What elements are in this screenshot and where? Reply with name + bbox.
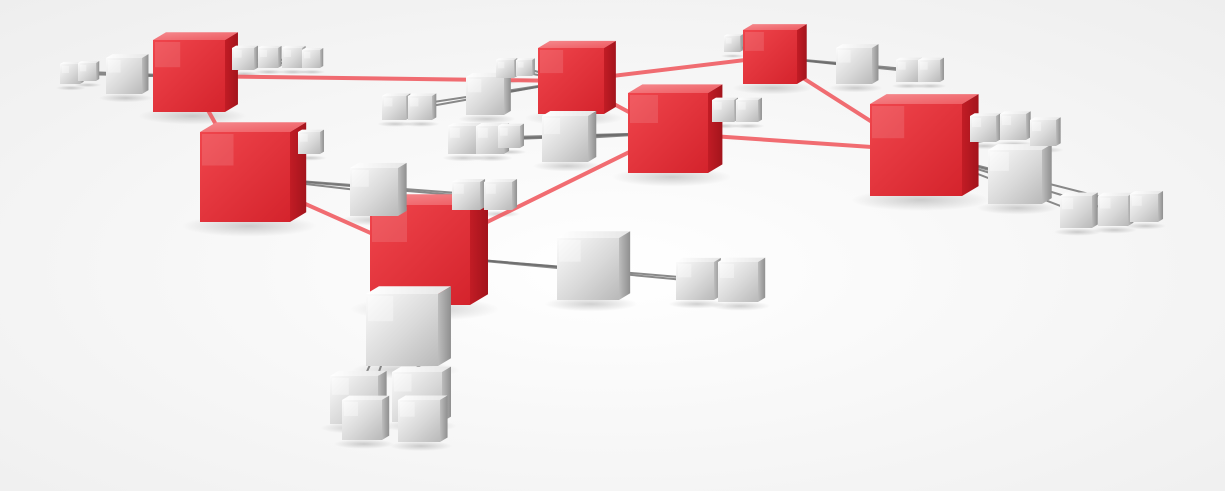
cube-shadow: [731, 123, 765, 129]
cube-shadow: [389, 440, 453, 452]
cube-shadow: [458, 114, 516, 124]
silver-node-cube: [302, 48, 324, 68]
cube-shadow: [377, 121, 414, 127]
silver-node-cube: [298, 129, 324, 154]
cube-shadow: [913, 83, 947, 89]
silver-node-cube: [1060, 192, 1098, 228]
red-hub-cube: [628, 84, 723, 173]
cube-shadow: [278, 69, 308, 75]
cube-shadow: [98, 93, 153, 103]
cube-shadow: [470, 154, 513, 162]
cube-shadow: [720, 54, 745, 58]
silver-node-cube: [988, 144, 1052, 204]
cube-shadow: [403, 121, 440, 127]
cube-shadow: [254, 69, 284, 75]
cube-shadow: [544, 296, 638, 312]
silver-node-cube: [498, 123, 524, 148]
silver-node-cube: [106, 54, 149, 94]
silver-node-cube: [712, 97, 738, 122]
silver-node-cube: [78, 61, 100, 81]
silver-node-cube: [408, 93, 437, 120]
silver-node-cube: [836, 44, 879, 84]
silver-node-cube: [970, 113, 1001, 142]
silver-node-cube: [557, 231, 631, 300]
silver-node-cube: [1098, 192, 1134, 226]
silver-node-cube: [452, 178, 486, 210]
red-hub-cube: [538, 40, 616, 114]
red-hub-cube: [743, 24, 807, 84]
silver-node-cube: [736, 97, 762, 122]
cube-shadow: [828, 83, 883, 93]
cube-shadow: [334, 439, 394, 449]
silver-node-cube: [1030, 117, 1061, 146]
silver-node-cube: [718, 257, 766, 302]
red-hub-cube: [153, 32, 238, 112]
silver-node-cube: [496, 58, 518, 78]
cube-shadow: [532, 160, 602, 172]
silver-node-cube: [484, 178, 518, 210]
cube-shadow: [710, 301, 770, 311]
silver-node-cube: [542, 111, 597, 162]
silver-node-cube: [1000, 111, 1031, 140]
silver-node-cube: [1130, 190, 1164, 222]
silver-node-cube: [258, 45, 282, 68]
cube-shadow: [298, 69, 326, 75]
cubes-layer: [60, 24, 1164, 442]
red-hub-cube: [870, 94, 979, 196]
silver-node-cube: [342, 395, 390, 440]
silver-node-cube: [350, 162, 407, 216]
cube-shadow: [74, 82, 102, 88]
silver-node-cube: [366, 286, 451, 366]
red-hub-cube: [200, 122, 307, 222]
cube-shadow: [977, 201, 1059, 215]
cube-shadow: [1124, 222, 1167, 230]
cube-shadow: [1092, 226, 1137, 234]
silver-node-cube: [466, 72, 511, 115]
silver-node-cube: [382, 93, 411, 120]
cube-shadow: [1053, 228, 1102, 236]
silver-node-cube: [516, 58, 535, 76]
cube-shadow: [56, 85, 86, 91]
silver-node-cube: [676, 257, 721, 300]
silver-node-cube: [398, 395, 448, 442]
silver-node-cube: [232, 45, 258, 70]
cube-shadow: [732, 81, 814, 95]
silver-node-cube: [918, 57, 944, 82]
silver-node-cube: [724, 34, 743, 52]
